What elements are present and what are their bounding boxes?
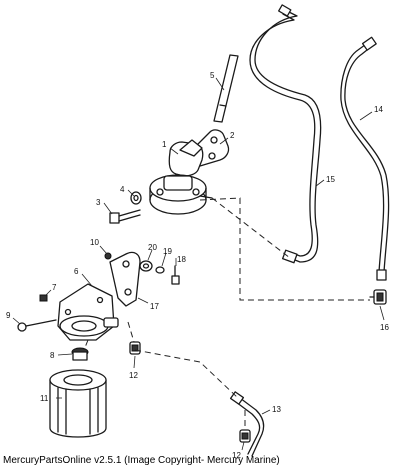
- callout-14: 14: [374, 105, 383, 114]
- washer-19: [155, 266, 165, 274]
- callout-8: 8: [50, 351, 55, 360]
- fuel-line-15: [249, 4, 322, 264]
- callout-9: 9: [6, 311, 11, 320]
- routing-dashes: [83, 197, 370, 430]
- plug-7: [39, 294, 48, 302]
- callout-5: 5: [210, 71, 215, 80]
- callout-labels: 1 2 3 4 5 6 7 8 9 10 11 12 13 14 15 16 1…: [6, 71, 389, 460]
- callout-10: 10: [90, 238, 99, 247]
- callout-19: 19: [163, 247, 172, 256]
- fuel-line-13: [229, 391, 265, 457]
- fuel-filter-11: [49, 369, 107, 438]
- callout-16: 16: [380, 323, 389, 332]
- bracket-17: [109, 251, 141, 307]
- washer-4: [130, 191, 142, 205]
- screw-9: [17, 319, 57, 332]
- fuel-pump-1: [149, 139, 213, 215]
- callout-2: 2: [230, 131, 235, 140]
- nut-10: [104, 252, 112, 260]
- fitting-12-lower: [239, 429, 251, 443]
- fitting-12-upper: [129, 341, 141, 355]
- callout-18: 18: [177, 255, 186, 264]
- callout-3: 3: [96, 198, 101, 207]
- callout-6: 6: [74, 267, 79, 276]
- callout-12-lower: 12: [232, 451, 241, 460]
- callout-17: 17: [150, 302, 159, 311]
- bolt-3: [109, 209, 141, 224]
- callout-15: 15: [326, 175, 335, 184]
- callout-20: 20: [148, 243, 157, 252]
- bolt-18: [171, 265, 180, 285]
- callout-1: 1: [162, 140, 167, 149]
- callout-12-upper: 12: [129, 371, 138, 380]
- fuel-line-14: [340, 36, 390, 281]
- callout-11: 11: [40, 394, 49, 403]
- washer-20: [139, 260, 153, 272]
- callout-13: 13: [272, 405, 281, 414]
- fitting-8: [71, 347, 89, 361]
- callout-7: 7: [52, 283, 57, 292]
- filter-head-6: [57, 283, 119, 341]
- callout-4: 4: [120, 185, 125, 194]
- tube-5: [213, 54, 239, 123]
- copyright-caption: MercuryPartsOnline v2.5.1 (Image Copyrig…: [3, 455, 280, 466]
- fitting-16: [369, 289, 387, 305]
- leader-lines: [12, 77, 385, 451]
